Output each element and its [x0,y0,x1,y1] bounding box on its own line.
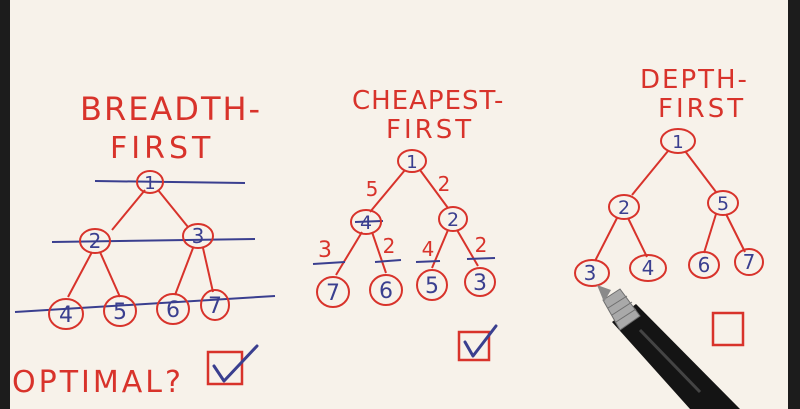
cheapest-edge-cost-2: 2 [438,172,451,196]
svg-text:2: 2 [447,209,459,231]
depth-first-title-line1: DEPTH- [640,65,749,95]
breadth-first-checkmark-icon [212,344,259,383]
svg-text:3: 3 [473,271,487,296]
svg-text:1: 1 [672,132,683,153]
depth-first-title-line2: FIRST [658,94,746,124]
cheapest-first-title-line2: FIRST [386,115,474,145]
cheapest-edge-cost-3: 3 [318,238,332,263]
breadth-first-title-line2: FIRST [110,131,214,166]
cheapest-edge-cost-1: 5 [366,177,379,201]
breadth-first-checkbox [206,344,259,386]
cheapest-first-node-5: 5 [416,269,448,301]
breadth-first-node-1: 1 [136,170,164,194]
depth-first-node-4: 4 [629,254,667,282]
breadth-first-node-5: 5 [103,295,137,327]
svg-text:7: 7 [743,250,756,274]
depth-first-node-5: 5 [707,190,739,216]
svg-text:5: 5 [425,274,439,299]
cheapest-first-checkbox [457,324,498,362]
cheapest-first-node-4: 4 [350,209,382,235]
depth-first-checkbox [711,311,745,347]
breadth-first-edges [67,189,214,298]
breadth-first-node-3: 3 [182,223,214,249]
svg-text:3: 3 [192,224,205,248]
cheapest-first-checkmark-icon [463,324,498,358]
svg-text:6: 6 [166,298,180,323]
svg-text:6: 6 [379,279,393,304]
breadth-first-node-7: 7 [200,289,230,321]
svg-text:6: 6 [698,253,711,277]
depth-first-node-3: 3 [574,259,610,287]
svg-text:4: 4 [360,212,372,234]
depth-first-node-1: 1 [660,128,696,154]
breadth-first-node-2: 2 [79,228,111,254]
level-line-3 [14,295,276,313]
cheapest-first-section: CHEAPEST- FIRST 5 2 3 2 4 2 1 [312,86,504,362]
svg-text:1: 1 [406,152,417,173]
svg-text:2: 2 [89,229,102,253]
breadth-first-section: BREADTH- FIRST 1 2 3 4 [14,90,276,330]
cheapest-edge-cost-4: 2 [383,234,396,258]
svg-text:4: 4 [642,256,655,280]
depth-first-edges [594,150,746,262]
depth-first-node-2: 2 [608,194,640,220]
cheapest-first-edges [335,169,479,276]
depth-first-node-7: 7 [734,248,764,276]
breadth-first-node-4: 4 [48,298,84,330]
cheapest-first-title-line1: CHEAPEST- [352,86,504,116]
cheapest-first-node-3: 3 [464,267,496,297]
svg-text:7: 7 [208,294,222,319]
svg-text:7: 7 [326,281,340,306]
svg-text:5: 5 [113,300,127,325]
frame-left [0,0,10,409]
depth-first-section: DEPTH- FIRST 1 2 5 3 4 [574,65,764,347]
breadth-first-node-6: 6 [156,293,190,325]
cheapest-first-node-2: 2 [438,206,468,232]
level-line-1 [94,180,246,184]
breadth-first-title-line1: BREADTH- [80,90,262,128]
frame-right [788,0,800,409]
level-line-2 [51,238,256,243]
cheapest-edge-cost-6: 2 [475,233,488,257]
svg-text:3: 3 [584,261,597,285]
cheapest-cost-marks [312,220,496,265]
optimal-label: OPTIMAL? [12,365,184,400]
cheapest-edge-cost-5: 4 [422,237,435,261]
cheapest-first-node-1: 1 [397,149,427,173]
cheapest-first-node-6: 6 [369,274,403,306]
pen-icon [597,285,740,409]
depth-first-node-6: 6 [688,251,720,279]
svg-text:1: 1 [144,173,155,194]
svg-text:5: 5 [717,193,729,215]
svg-text:4: 4 [59,303,73,328]
svg-text:2: 2 [618,197,630,219]
cheapest-first-node-7: 7 [316,276,350,308]
